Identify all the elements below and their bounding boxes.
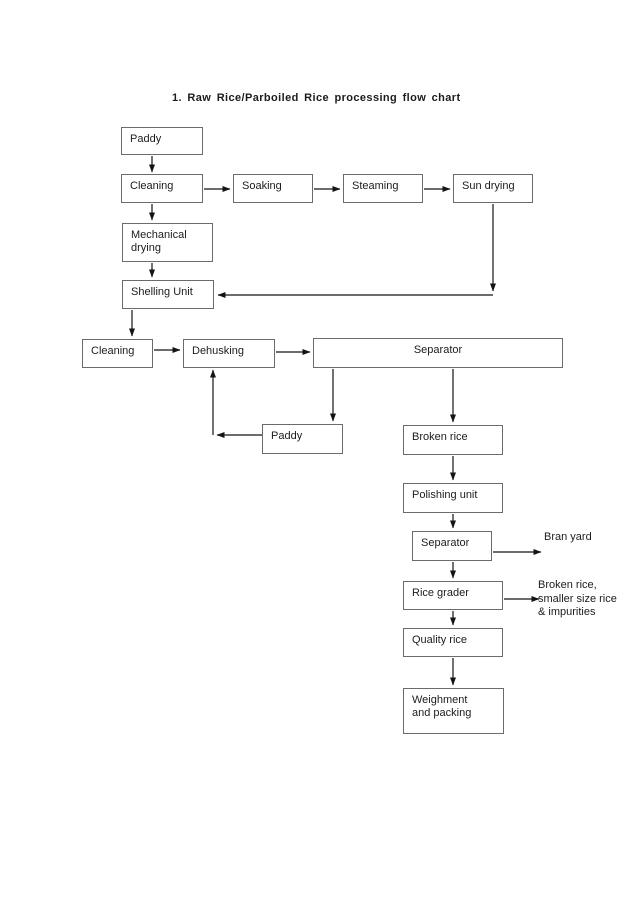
label-grader-output: Broken rice, smaller size rice & impurit… <box>538 579 617 618</box>
chart-title: 1. Raw Rice/Parboiled Rice processing fl… <box>172 92 461 104</box>
node-paddy-return: Paddy <box>262 424 343 454</box>
node-cleaning-2: Cleaning <box>82 339 153 368</box>
node-broken-rice: Broken rice <box>403 425 503 455</box>
node-dehusking: Dehusking <box>183 339 275 368</box>
node-soaking: Soaking <box>233 174 313 203</box>
node-shelling-unit: Shelling Unit <box>122 280 214 309</box>
node-paddy-top: Paddy <box>121 127 203 155</box>
node-separator-2: Separator <box>412 531 492 561</box>
label-bran-yard: Bran yard <box>544 531 592 543</box>
node-steaming: Steaming <box>343 174 423 203</box>
node-separator-1: Separator <box>313 338 563 368</box>
node-quality-rice: Quality rice <box>403 628 503 657</box>
node-cleaning-1: Cleaning <box>121 174 203 203</box>
node-polishing-unit: Polishing unit <box>403 483 503 513</box>
node-rice-grader: Rice grader <box>403 581 503 610</box>
node-sun-drying: Sun drying <box>453 174 533 203</box>
node-weighment-packing: Weighment and packing <box>403 688 504 734</box>
node-mechanical-drying: Mechanical drying <box>122 223 213 262</box>
